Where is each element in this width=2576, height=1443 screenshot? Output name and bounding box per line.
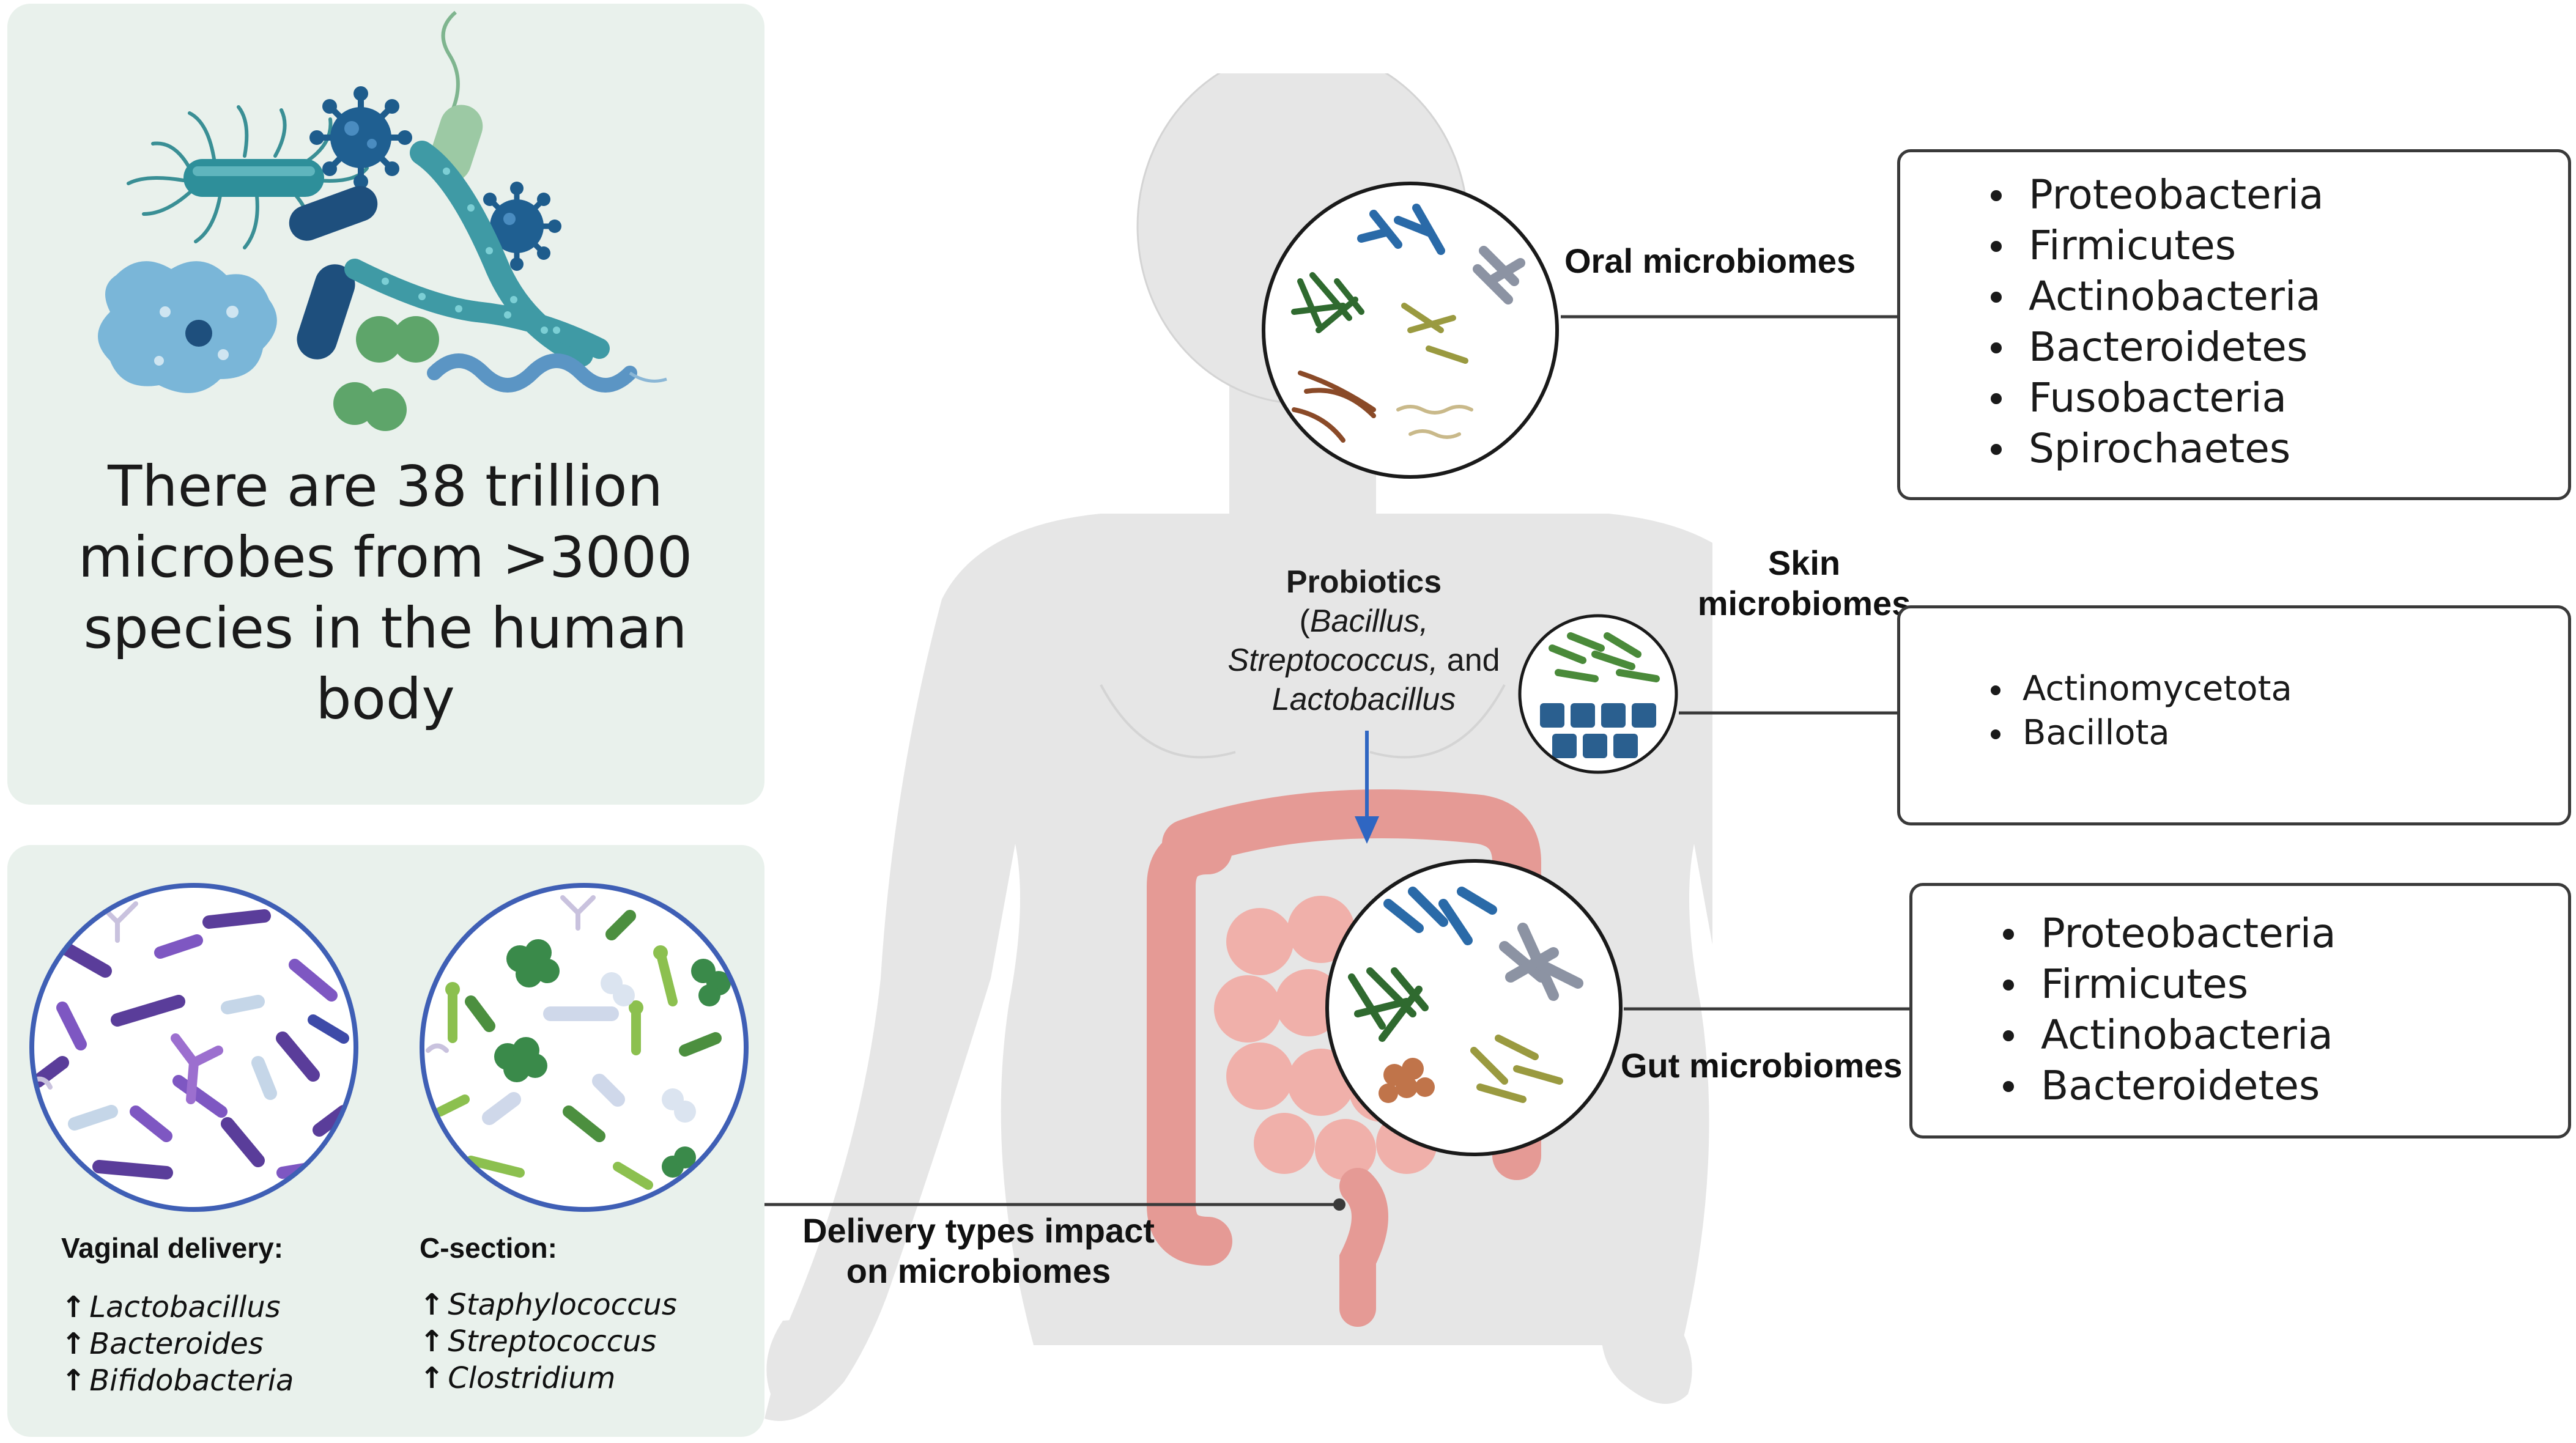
c-section-item: ↑Clostridium — [420, 1361, 616, 1395]
amoeba-icon — [98, 261, 277, 393]
vaginal-item: ↑Bacteroides — [61, 1327, 264, 1361]
list-item: Proteobacteria — [1980, 169, 2568, 220]
arrow-up-icon: ↑ — [61, 1290, 86, 1324]
skin-microbiomes-label: Skin microbiomes — [1697, 544, 1911, 622]
vaginal-delivery-list: ↑Lactobacillus ↑Bacteroides ↑Bifidobacte… — [61, 1289, 294, 1399]
filament-bacteria-icon — [344, 141, 610, 367]
arrow-up-icon: ↑ — [61, 1327, 86, 1361]
oral-phyla-box: Proteobacteria Firmicutes Actinobacteria… — [1897, 149, 2571, 500]
list-item: Fusobacteria — [1980, 372, 2568, 423]
c-section-title: C-section: — [420, 1232, 557, 1264]
virus-icon — [309, 86, 412, 189]
oral-microbiomes-label: Oral microbiomes — [1564, 242, 1856, 280]
probiotics-label: Probiotics (Bacillus, Streptococcus, and… — [1227, 564, 1500, 717]
delivery-impact-label: Delivery types impact on microbiomes — [802, 1211, 1155, 1290]
arrow-up-icon: ↑ — [420, 1361, 445, 1395]
c-section-list: ↑Staphylococcus ↑Streptococcus ↑Clostrid… — [420, 1286, 677, 1397]
c-section-item: ↑Streptococcus — [420, 1324, 657, 1359]
vaginal-item: ↑Lactobacillus — [61, 1290, 281, 1324]
microbe-count-statement: There are 38 trillion microbes from >300… — [78, 454, 693, 732]
human-body-silhouette — [764, 73, 1712, 1421]
gut-microbiomes-label: Gut microbiomes — [1621, 1046, 1903, 1085]
arrow-up-icon: ↑ — [420, 1324, 445, 1359]
vaginal-delivery-title: Vaginal delivery: — [61, 1232, 284, 1264]
list-item: Firmicutes — [1992, 959, 2568, 1009]
rod-bacterium-icon — [289, 186, 378, 241]
vaginal-delivery-microbiome-circle — [29, 883, 358, 1212]
oral-microbiome-circle — [1262, 182, 1559, 479]
list-item: Bacillota — [1980, 711, 2568, 755]
list-item: Actinobacteria — [1980, 271, 2568, 322]
skin-phyla-box: Actinomycetota Bacillota — [1897, 605, 2571, 825]
list-item: Bacteroidetes — [1992, 1060, 2568, 1111]
list-item: Spirochaetes — [1980, 423, 2568, 474]
list-item: Proteobacteria — [1992, 908, 2568, 959]
cocci-icon — [333, 316, 439, 431]
probiotics-arrow-icon — [1355, 731, 1379, 844]
arrow-up-icon: ↑ — [420, 1288, 445, 1322]
list-item: Actinomycetota — [1980, 667, 2568, 711]
arrow-up-icon: ↑ — [61, 1364, 86, 1398]
rod-bacterium-icon — [297, 264, 355, 360]
microbes-illustration — [98, 10, 667, 431]
gut-microbiome-circle — [1325, 859, 1623, 1156]
gut-phyla-box: Proteobacteria Firmicutes Actinobacteria… — [1909, 883, 2571, 1139]
vaginal-item: ↑Bifidobacteria — [61, 1364, 294, 1398]
skin-microbiome-circle — [1518, 614, 1678, 774]
list-item: Firmicutes — [1980, 220, 2568, 271]
list-item: Actinobacteria — [1992, 1009, 2568, 1060]
c-section-item: ↑Staphylococcus — [420, 1288, 677, 1322]
c-section-microbiome-circle — [420, 883, 749, 1212]
spirochete-icon — [427, 353, 637, 393]
list-item: Bacteroidetes — [1980, 322, 2568, 372]
